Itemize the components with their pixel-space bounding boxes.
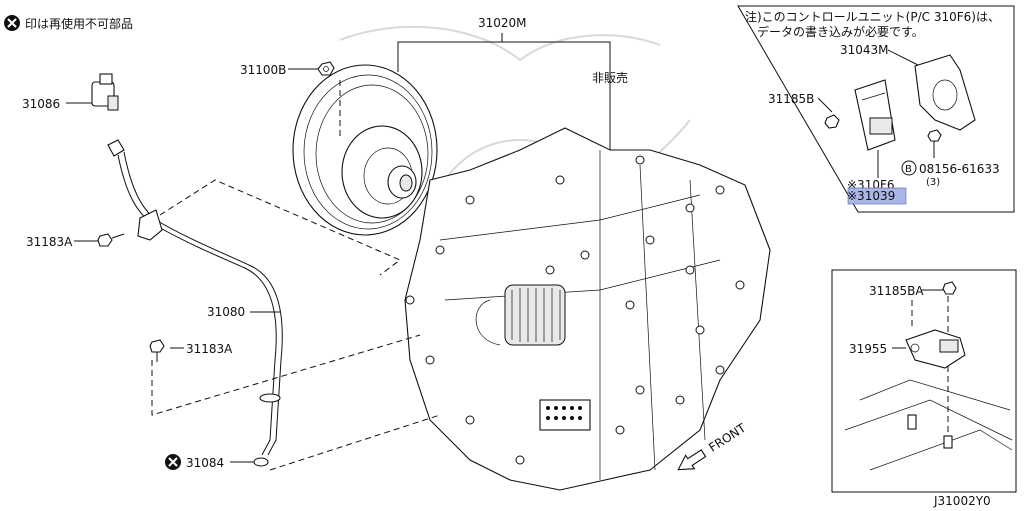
label-31100B: 31100B [240,63,286,77]
b-badge: B [901,160,917,176]
x-circle-icon [4,15,20,31]
control-unit-310F6 [854,79,896,151]
nut-31185BA [942,281,957,295]
label-31039: ※31039 [847,189,895,203]
dashed-leaders [151,80,441,471]
label-31020M: 31020M [478,16,527,30]
sensor-31955 [905,329,966,369]
oil-cooler [475,284,566,346]
dipstick-tube-31080 [107,139,283,456]
inset-note-line1: 注)このコントロールユニット(P/C 310F6)は、 [745,9,1000,24]
highlight-31039 [847,187,907,205]
torque-converter [292,64,438,236]
label-31183A-bottom: 31183A [186,342,233,356]
assembly-bracket [397,33,611,150]
sensor-31086 [91,73,119,111]
o-ring-31084 [253,457,269,467]
label-not-for-sale: 非販売 [592,70,628,85]
label-31955: 31955 [849,342,887,356]
label-front: FRONT [706,420,749,454]
label-31185B: 31185B [768,92,814,106]
valve-connector [539,399,591,431]
nut-31185B [824,114,840,129]
diagram-code: J31002Y0 [933,494,991,508]
legend-note: 印は再使用不可部品 [25,16,133,31]
label-31084: 31084 [186,456,224,470]
mounting-surface [844,379,1013,471]
nut-31100B [317,61,335,76]
label-31183A-top: 31183A [26,235,73,249]
bracket-31043M [914,54,976,131]
label-31080: 31080 [207,305,245,319]
inset-note-line2: データの書き込みが必要です。 [757,24,924,39]
label-31086: 31086 [22,97,60,111]
legend: 印は再使用不可部品 [4,15,133,31]
label-31043M: 31043M [840,43,889,57]
bolt-31183A-top [97,233,125,247]
bolt-31183A-bottom [149,339,165,362]
svg-text:B: B [905,164,912,175]
transmission-case [404,127,771,491]
case-bolts [405,155,745,465]
label-31185BA: 31185BA [869,284,924,298]
label-bolt-ref: 08156-61633 [919,162,1000,176]
label-bolt-qty: (3) [926,177,940,188]
inset-control-unit: 注)このコントロールユニット(P/C 310F6)は、 データの書き込みが必要で… [737,5,1015,213]
inset-sensor: 31185BA 31955 [831,269,1017,493]
bolt-08156 [927,129,942,158]
x-circle-icon [165,454,181,470]
